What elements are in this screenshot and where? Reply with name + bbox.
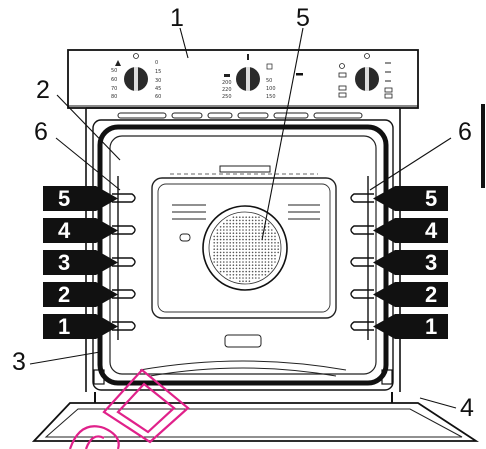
shelf-rail-left: [112, 289, 136, 299]
shelf-level-label-right: 1: [425, 314, 437, 339]
oven-cavity: [139, 165, 347, 377]
shelf-level-tag-left: [43, 314, 118, 339]
shelf-level-tag-left: [43, 250, 118, 275]
temp-tick-right-3: 150: [266, 94, 276, 100]
shelf-level-label-left: 3: [58, 250, 70, 275]
timer-tick-right-2: 15: [155, 69, 161, 75]
temp-tick-right-2: 100: [266, 86, 276, 92]
shelf-rail-right: [350, 321, 374, 331]
callout-6-left: 6: [34, 118, 48, 146]
callout-4-door: 4: [460, 394, 474, 422]
shelf-level-tag-right: [373, 314, 448, 339]
shelf-level-label-right: 4: [425, 218, 438, 243]
shelf-level-label-right: 3: [425, 250, 437, 275]
shelf-level-label-left: 5: [58, 186, 70, 211]
shelf-rail-right: [350, 193, 374, 203]
temperature-knob: 200 220 250 50 100 150: [222, 54, 276, 100]
callout-6-right: 6: [458, 118, 472, 146]
shelf-rail-right: [350, 257, 374, 267]
shelf-level-label-right: 5: [425, 186, 437, 211]
shelf-level-tag-left: [43, 282, 118, 307]
fan-cover: [202, 205, 288, 291]
shelf-rail-right: [350, 289, 374, 299]
callout-1-control-panel: 1: [170, 4, 184, 32]
temp-tick-right-1: 50: [266, 78, 272, 84]
timer-knob: 50 60 70 80 0 15 30 45 60: [111, 53, 161, 100]
shelf-rails-left: [112, 176, 136, 340]
vent-slots: [117, 112, 363, 119]
shelf-level-tag-right: [373, 282, 448, 307]
timer-tick-left-2: 60: [111, 77, 117, 83]
shelf-rail-left: [112, 257, 136, 267]
shelf-level-tag-left: [43, 218, 118, 243]
oven-door: [31, 369, 480, 442]
indicator-light: [296, 73, 303, 76]
timer-tick-left-3: 70: [111, 86, 117, 92]
shelf-level-label-left: 4: [58, 218, 71, 243]
temp-tick-left-2: 220: [222, 87, 232, 93]
callout-2-door-seal: 2: [36, 76, 50, 104]
shelf-level-tag-right: [373, 186, 448, 211]
callout-3-cavity: 3: [12, 348, 26, 376]
timer-tick-left-1: 50: [111, 68, 117, 74]
timer-tick-right-4: 45: [155, 86, 161, 92]
shelf-rail-left: [112, 193, 136, 203]
timer-tick-right-3: 30: [155, 78, 161, 84]
watermark-logo: [68, 368, 190, 449]
temp-tick-left-3: 250: [222, 94, 232, 100]
shelf-rail-left: [112, 225, 136, 235]
shelf-level-label-left: 2: [58, 282, 70, 307]
timer-tick-right-5: 60: [155, 94, 161, 100]
shelf-level-tag-left: [43, 186, 118, 211]
temp-tick-left-1: 200: [222, 80, 232, 86]
shelf-rails-right: [350, 176, 374, 340]
callout-5-fan: 5: [296, 4, 310, 32]
side-panel-edge: [481, 104, 485, 188]
shelf-level-label-left: 1: [58, 314, 70, 339]
leader-lines: [29, 27, 457, 409]
shelf-level-tag-right: [373, 250, 448, 275]
timer-tick-right-1: 0: [155, 60, 158, 66]
shelf-level-tag-right: [373, 218, 448, 243]
shelf-rail-right: [350, 225, 374, 235]
shelf-rail-left: [112, 321, 136, 331]
timer-tick-left-4: 80: [111, 94, 117, 100]
shelf-level-tags-left: 5 4 3 2 1: [43, 186, 118, 339]
function-knob: [338, 53, 393, 99]
shelf-level-tags-right: 5 4 3 2 1: [373, 186, 448, 339]
shelf-level-label-right: 2: [425, 282, 437, 307]
